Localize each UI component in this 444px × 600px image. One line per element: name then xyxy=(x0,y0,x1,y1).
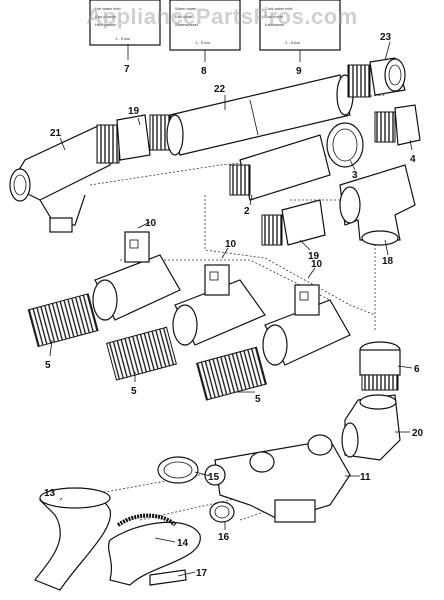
callout-10-c: 10 xyxy=(311,259,323,270)
callout-9: 9 xyxy=(296,66,302,77)
card9-line2: Eau froide xyxy=(265,14,284,19)
callout-labels: 7 8 9 23 22 19 21 2 3 4 18 19 10 10 10 5… xyxy=(44,32,424,579)
part-10-valve-1 xyxy=(92,231,181,321)
leader-lines xyxy=(49,41,413,577)
part-2-nipple xyxy=(229,134,331,201)
card7-line4: 1 - 5 bar xyxy=(115,36,131,41)
callout-2: 2 xyxy=(244,206,250,217)
part-3-ring xyxy=(326,122,364,168)
callout-8: 8 xyxy=(201,66,207,77)
callout-14: 14 xyxy=(177,538,189,549)
part-5-hose-connector-3 xyxy=(196,346,267,401)
callout-22: 22 xyxy=(214,84,226,95)
card7-line1: Hot water inlet xyxy=(95,6,121,11)
part-15-clamp xyxy=(157,456,199,484)
part-5-hose-connector-2 xyxy=(106,326,177,381)
part-22-pipe xyxy=(166,74,354,156)
callout-10-a: 10 xyxy=(145,218,157,229)
part-5-hose-connector-1 xyxy=(27,293,99,348)
card7-line3: Heißwasser xyxy=(95,22,117,27)
part-19-nut-lower xyxy=(261,199,326,246)
callout-20: 20 xyxy=(412,428,424,439)
label-card-7: Hot water inlet Eau chaude Heißwasser 1 … xyxy=(89,0,161,46)
part-10-valve-2 xyxy=(172,264,266,346)
card9-line4: 1 - 5 bar xyxy=(285,40,301,45)
part-19-nut-upper xyxy=(116,114,171,161)
callout-15: 15 xyxy=(208,472,220,483)
callout-17: 17 xyxy=(196,568,208,579)
callout-7: 7 xyxy=(124,64,130,75)
part-4-fitting xyxy=(374,104,421,146)
callout-21: 21 xyxy=(50,128,62,139)
callout-18: 18 xyxy=(382,256,394,267)
card8-line3: Warmwasser xyxy=(175,22,199,27)
part-6-adaptor xyxy=(359,341,401,391)
callout-5-b: 5 xyxy=(131,386,137,397)
callout-6: 6 xyxy=(414,364,420,375)
callout-5-c: 5 xyxy=(255,394,261,405)
callout-4: 4 xyxy=(410,154,416,165)
card9-line1: Cold water inlet xyxy=(265,6,293,11)
label-card-8: Warm water Eau tiède Warmwasser 1 - 5 ba… xyxy=(169,0,241,51)
callout-10-b: 10 xyxy=(225,239,237,250)
part-17-strap xyxy=(149,569,187,586)
card7-line2: Eau chaude xyxy=(95,14,117,19)
part-11-manifold xyxy=(204,434,351,523)
part-10-valve-3 xyxy=(262,284,351,366)
card8-line1: Warm water xyxy=(175,6,197,11)
card9-line3: Kaltwasser xyxy=(265,22,285,27)
part-23-fitting xyxy=(347,57,406,98)
callout-5-a: 5 xyxy=(45,360,51,371)
part-16-clamp xyxy=(209,501,235,523)
card8-line2: Eau tiède xyxy=(175,14,193,19)
card8-line4: 1 - 5 bar xyxy=(195,40,211,45)
label-card-9: Cold water inlet Eau froide Kaltwasser 1… xyxy=(259,0,341,51)
part-18-tee xyxy=(339,164,416,246)
callout-13: 13 xyxy=(44,488,56,499)
part-20-elbow xyxy=(341,394,401,461)
callout-11: 11 xyxy=(360,472,371,483)
part-21-strainer xyxy=(9,124,120,233)
part-14-hose xyxy=(107,513,201,586)
part-13-hose xyxy=(34,487,112,591)
callout-3: 3 xyxy=(352,170,358,181)
callout-19-upper: 19 xyxy=(128,106,140,117)
callout-19-lower: 19 xyxy=(308,251,320,262)
callout-23: 23 xyxy=(380,32,392,43)
callout-16: 16 xyxy=(218,532,230,543)
